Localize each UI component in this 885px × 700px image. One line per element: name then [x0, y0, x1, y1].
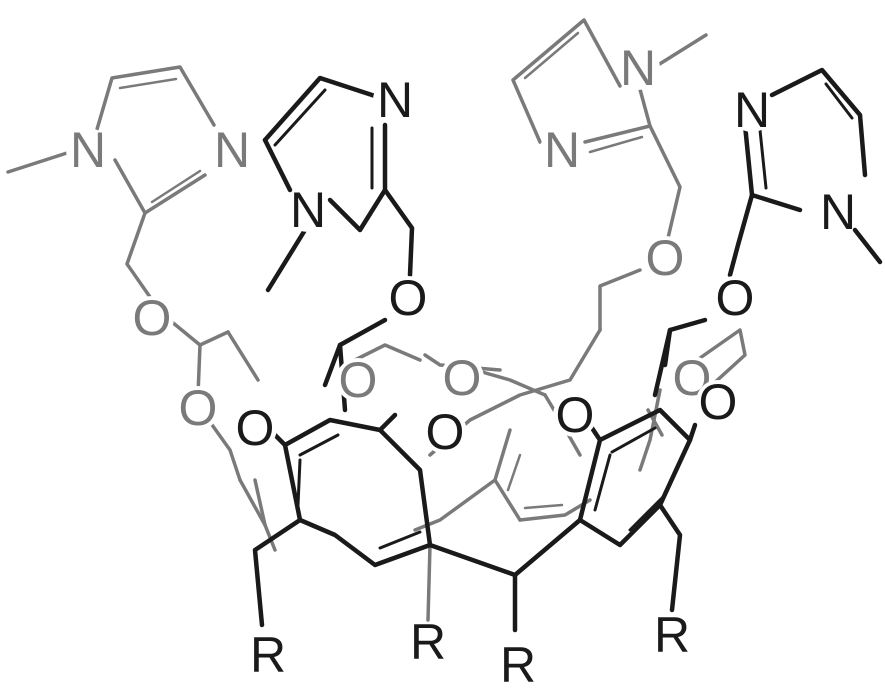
atom-n: N: [544, 122, 580, 178]
substituent-r: R: [654, 607, 690, 663]
atom-n: N: [820, 184, 856, 240]
imidazole-1-methyl: [6, 150, 72, 174]
atom-o: O: [236, 400, 275, 456]
imidazole-3-ring: [511, 18, 622, 144]
atom-o: O: [646, 230, 685, 286]
atom-n: N: [70, 122, 106, 178]
atom-o: O: [426, 404, 465, 460]
imidazole-2-ring: [262, 75, 378, 143]
substituent-r: R: [250, 627, 286, 683]
imidazole-1-ring: [91, 65, 216, 145]
imidazole-2-methyl: [265, 227, 308, 293]
atom-o: O: [716, 270, 755, 326]
atom-o: O: [133, 290, 172, 346]
atom-o: O: [389, 270, 428, 326]
atom-o: O: [699, 374, 738, 430]
imidazole-4-ring: [769, 67, 868, 178]
back-bonds: [6, 18, 747, 622]
imidazole-4-methyl: [852, 227, 883, 265]
atom-o: O: [179, 380, 218, 436]
front-bonds: [252, 67, 883, 633]
atom-n: N: [214, 122, 250, 178]
atom-n: N: [734, 82, 770, 138]
atom-o: O: [339, 352, 378, 408]
aromatic-ring-left: [282, 417, 433, 568]
atom-n: N: [377, 72, 413, 128]
substituent-r: R: [500, 637, 536, 693]
atom-labels: N N N N N N N N O O O O O O O O O: [66, 40, 860, 693]
atom-o: O: [556, 387, 595, 443]
atom-o: O: [443, 350, 482, 406]
substituent-r: R: [410, 614, 446, 670]
atom-n: N: [620, 40, 656, 96]
atom-n: N: [290, 182, 326, 238]
